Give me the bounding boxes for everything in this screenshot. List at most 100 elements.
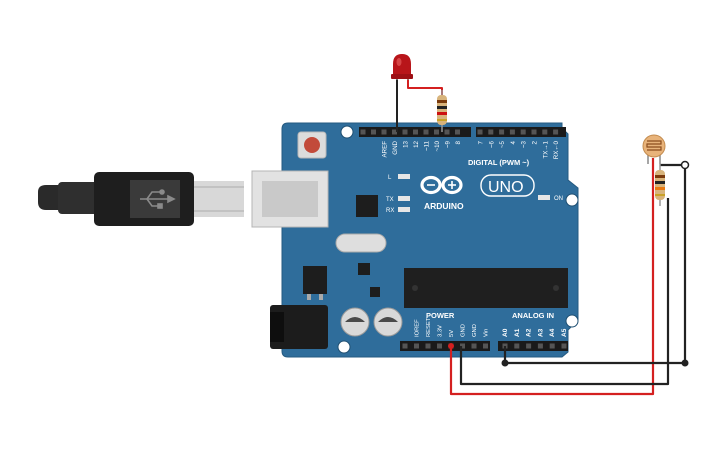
pin-hole[interactable] bbox=[553, 129, 559, 135]
resistor-ldr[interactable] bbox=[655, 164, 665, 206]
power-pin-label: 3.3V bbox=[438, 325, 444, 337]
pin-hole[interactable] bbox=[402, 343, 408, 349]
pin-hole[interactable] bbox=[402, 129, 408, 135]
pin-hole[interactable] bbox=[460, 343, 465, 349]
power-header bbox=[400, 341, 490, 351]
label-on: ON bbox=[554, 196, 563, 202]
digital-header-label: DIGITAL (PWM ~) bbox=[468, 158, 530, 167]
pin-hole[interactable] bbox=[471, 343, 477, 349]
digital-pin-label: ~10 bbox=[434, 140, 441, 151]
digital-pin-label: ~9 bbox=[445, 140, 452, 148]
digital-pin-label: 7 bbox=[478, 140, 485, 144]
analog-pin-label: A5 bbox=[561, 328, 568, 337]
pin-hole[interactable] bbox=[542, 129, 548, 135]
microcontroller-chip bbox=[404, 268, 568, 308]
photoresistor[interactable] bbox=[642, 134, 666, 164]
usb-symbol-icon bbox=[140, 189, 176, 209]
analog-pin-label: A0 bbox=[502, 328, 509, 337]
power-pin-label: GND bbox=[461, 324, 467, 337]
voltage-regulator bbox=[303, 266, 327, 294]
pin-hole[interactable] bbox=[371, 129, 376, 135]
led-indicator-on bbox=[538, 195, 550, 200]
capacitor bbox=[373, 307, 403, 337]
digital-pin-label: 12 bbox=[413, 140, 420, 147]
pin-hole[interactable] bbox=[531, 129, 537, 135]
wire-junction bbox=[501, 359, 509, 367]
label-tx: TX bbox=[386, 197, 394, 203]
pin-hole[interactable] bbox=[444, 129, 450, 135]
power-pin-label: RESET bbox=[426, 317, 432, 337]
wire-junction bbox=[681, 359, 689, 367]
model-label: UNO bbox=[488, 179, 524, 196]
analog-pin-label: A1 bbox=[514, 328, 521, 337]
analog-pin-label: A3 bbox=[537, 328, 544, 337]
pin-hole[interactable] bbox=[381, 129, 387, 135]
pin-hole[interactable] bbox=[499, 129, 505, 135]
pin-hole[interactable] bbox=[483, 343, 488, 349]
model-badge bbox=[480, 174, 535, 197]
analog-pin-label: A2 bbox=[526, 328, 533, 337]
mounting-hole bbox=[565, 314, 579, 328]
wire-junction bbox=[680, 160, 690, 170]
pin-hole[interactable] bbox=[520, 129, 526, 135]
pin-hole[interactable] bbox=[423, 129, 429, 135]
reset-button[interactable] bbox=[297, 131, 327, 159]
analog-header-label: ANALOG IN bbox=[512, 311, 554, 320]
wire-led-anode-resistor[interactable] bbox=[407, 78, 443, 95]
usb-cable bbox=[38, 172, 244, 226]
power-pin-label: GND bbox=[472, 324, 478, 337]
digital-pin-label: 4 bbox=[510, 140, 517, 144]
digital-pin-label: GND bbox=[392, 140, 399, 154]
pin-hole[interactable] bbox=[561, 343, 567, 349]
power-pin-label: Vin bbox=[484, 329, 490, 337]
label-rx: RX bbox=[386, 208, 394, 214]
digital-pin-label: 13 bbox=[403, 140, 410, 147]
power-header-label: POWER bbox=[426, 311, 455, 320]
power-pin-label: 5V bbox=[449, 330, 455, 337]
pin-hole[interactable] bbox=[549, 343, 555, 349]
pin-hole[interactable] bbox=[425, 343, 431, 349]
capacitor bbox=[340, 307, 370, 337]
red-led[interactable] bbox=[391, 54, 413, 80]
pin-hole[interactable] bbox=[455, 129, 460, 135]
mounting-hole bbox=[340, 125, 354, 139]
pin-hole[interactable] bbox=[526, 343, 532, 349]
digital-pin-label: ~6 bbox=[488, 140, 495, 148]
pin-hole[interactable] bbox=[437, 343, 442, 349]
resistor-led[interactable] bbox=[437, 90, 447, 132]
power-jack bbox=[270, 305, 328, 349]
digital-pin-label: 2 bbox=[532, 140, 539, 144]
pin-hole[interactable] bbox=[509, 129, 515, 135]
pin-hole[interactable] bbox=[514, 343, 520, 349]
pin-hole[interactable] bbox=[360, 129, 366, 135]
pin-hole[interactable] bbox=[413, 129, 418, 135]
wire-gnd-resistor[interactable] bbox=[459, 198, 670, 386]
arduino-logo-icon bbox=[420, 175, 463, 195]
smd-chip bbox=[358, 263, 370, 275]
smd-chip bbox=[356, 195, 378, 217]
wire-junction bbox=[448, 343, 454, 349]
pin-hole[interactable] bbox=[434, 129, 439, 135]
pin-hole[interactable] bbox=[392, 129, 397, 135]
arduino-uno-board: L TX RX ON ARDUINO UNO DIGITAL (PWM ~) P… bbox=[251, 122, 579, 358]
digital-pin-label: TX→1 bbox=[542, 140, 549, 158]
digital-pin-holes bbox=[360, 129, 559, 135]
mounting-hole bbox=[337, 340, 351, 354]
digital-pin-label: ~3 bbox=[521, 140, 528, 148]
mounting-hole bbox=[565, 193, 579, 207]
digital-pin-label: ~5 bbox=[499, 140, 506, 148]
pin-hole[interactable] bbox=[477, 129, 483, 135]
crystal-oscillator bbox=[335, 233, 387, 253]
pin-hole[interactable] bbox=[537, 343, 543, 349]
led-indicator-tx bbox=[398, 196, 410, 201]
pin-hole[interactable] bbox=[414, 343, 419, 349]
wire-5v-ldr[interactable] bbox=[449, 158, 655, 396]
led-indicator-rx bbox=[398, 207, 410, 212]
label-l: L bbox=[388, 175, 392, 181]
pin-hole[interactable] bbox=[488, 129, 494, 135]
